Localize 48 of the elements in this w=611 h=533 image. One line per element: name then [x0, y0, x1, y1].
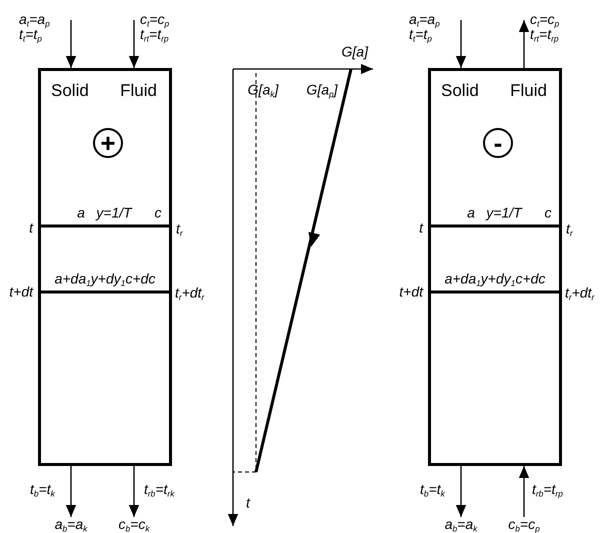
math-label: t+dt [399, 284, 423, 300]
flow-arrow [518, 20, 530, 68]
math-label: y=1/T [96, 205, 132, 221]
phase-label: Solid [51, 81, 89, 101]
math-label: a+da$_{1}$y+dy$_{1}$c+dc [444, 271, 546, 287]
flow-arrow [518, 466, 530, 517]
math-label: t [419, 220, 423, 236]
edge-label: c$_{t}$=c$_{p}$ t$_{rt}$=t$_{rp}$ [140, 12, 170, 43]
column-box [38, 68, 172, 466]
math-label: t$_{r}$+dt$_{r}$ [565, 285, 594, 301]
phase-label: Fluid [510, 81, 547, 101]
math-label: G[a$_{k}$] [248, 82, 278, 98]
outlet-label: c$_{b}$=c$_{p}$ [508, 517, 540, 532]
edge-label: a$_{t}$=a$_{p}$ t$_{t}$=t$_{p}$ [19, 12, 50, 43]
edge-label: t$_{b}$=t$_{k}$ [420, 482, 445, 498]
sign-circle: - [483, 128, 513, 158]
sign-circle: + [93, 128, 123, 158]
flow-arrow [456, 20, 466, 68]
edge-label: c$_{t}$=c$_{p}$ t$_{rt}$=t$_{rp}$ [530, 12, 560, 43]
edge-label: t$_{b}$=t$_{k}$ [30, 482, 55, 498]
outlet-label: c$_{b}$=c$_{k}$ [118, 517, 150, 532]
flow-arrow [128, 20, 140, 68]
math-label: a [77, 205, 85, 221]
math-label: c [154, 205, 162, 221]
math-label: y=1/T [486, 205, 522, 221]
outlet-label: a$_{b}$=a$_{k}$ [54, 517, 88, 532]
math-label: G[a] [342, 44, 368, 60]
phase-label: Fluid [120, 81, 157, 101]
math-label: G[a$_{p}$] [306, 82, 338, 98]
flow-arrow [456, 466, 466, 517]
outlet-label: a$_{b}$=a$_{k}$ [444, 517, 478, 532]
flow-arrow [66, 466, 76, 517]
math-label: t$_{r}$ [176, 221, 183, 237]
math-label: t+dt [9, 284, 33, 300]
flow-arrow [128, 466, 140, 517]
edge-label: t$_{rb}$=t$_{rp}$ [532, 482, 563, 498]
math-label: t [246, 495, 250, 511]
math-label: t$_{r}$ [566, 221, 573, 237]
edge-label: t$_{rb}$=t$_{rk}$ [144, 482, 174, 498]
math-label: c [544, 205, 552, 221]
math-label: a+da$_{1}$y+dy$_{1}$c+dc [54, 271, 156, 287]
phase-label: Solid [441, 81, 479, 101]
edge-label: a$_{t}$=a$_{p}$ t$_{t}$=t$_{p}$ [409, 12, 440, 43]
math-label: t [29, 220, 33, 236]
flow-arrow [66, 20, 76, 68]
math-label: a [467, 205, 475, 221]
column-box [428, 68, 562, 466]
math-label: t$_{r}$+dt$_{r}$ [175, 285, 204, 301]
